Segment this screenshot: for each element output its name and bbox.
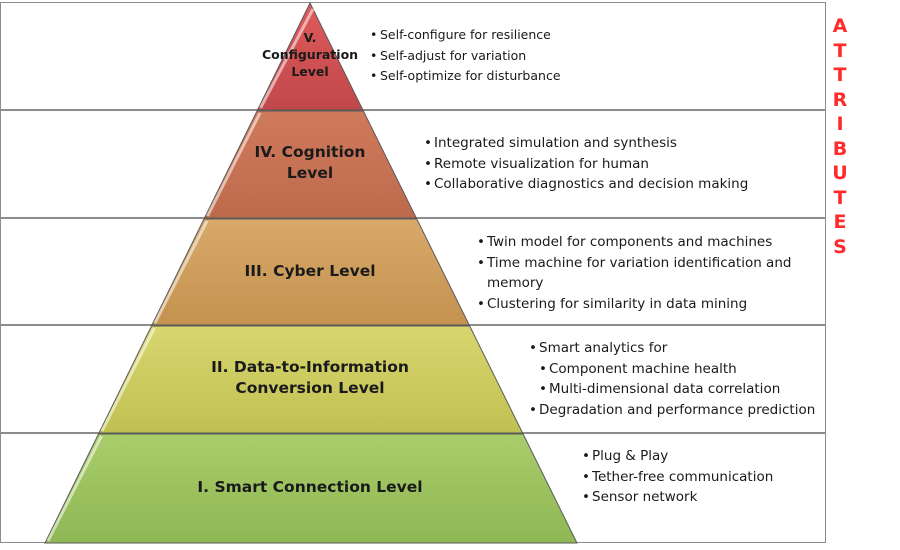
band-highlight <box>206 112 262 217</box>
attribute-item: Twin model for components and machines <box>477 232 797 253</box>
band-highlight <box>153 220 209 324</box>
attribute-item: Self-optimize for disturbance <box>370 66 580 87</box>
level-title-line: Level <box>286 163 334 182</box>
attribute-item: Sensor network <box>582 487 812 508</box>
attribute-item: Plug & Play <box>582 446 812 467</box>
attribute-item: Degradation and performance prediction <box>529 400 819 421</box>
attributes-letter: S <box>833 235 847 258</box>
attribute-list: Self-configure for resilienceSelf-adjust… <box>370 25 580 87</box>
band-highlight <box>259 8 315 109</box>
level-title: I. Smart Connection Level <box>197 477 422 498</box>
level-title-line: Level <box>291 63 329 79</box>
attributes-letter: T <box>833 64 847 86</box>
attributes-letter: T <box>833 39 847 62</box>
attribute-item: Self-configure for resilience <box>370 25 580 46</box>
attribute-list: Integrated simulation and synthesisRemot… <box>424 133 804 195</box>
level-title-line: Configuration <box>261 46 359 62</box>
level-title: III. Cyber Level <box>244 261 375 282</box>
attributes-letter: I <box>836 113 844 135</box>
attributes-letter: E <box>833 211 847 233</box>
level-title-line: Conversion Level <box>235 378 385 397</box>
pyramid-level-band <box>256 1 364 111</box>
attribute-item: Time machine for variation identificatio… <box>477 253 797 294</box>
attribute-item: Tether-free communication <box>582 467 812 488</box>
attribute-item: Self-adjust for variation <box>370 46 580 67</box>
attributes-letter: U <box>832 162 848 184</box>
band-highlight <box>100 327 156 432</box>
level-title-line: IV. Cognition <box>254 143 366 161</box>
attributes-letter: R <box>832 88 848 111</box>
attribute-item: Clustering for similarity in data mining <box>477 294 797 315</box>
attribute-item: Component machine health <box>539 359 819 380</box>
attribute-item: Collaborative diagnostics and decision m… <box>424 174 804 195</box>
level-title-line: III. Cyber Level <box>244 262 376 280</box>
attribute-list: Twin model for components and machinesTi… <box>477 232 797 314</box>
pyramid-level-band <box>203 110 418 219</box>
pyramid-level-band <box>44 433 578 544</box>
level-title-line: I. Smart Connection Level <box>197 478 423 496</box>
attribute-list: Plug & PlayTether-free communicationSens… <box>582 446 812 508</box>
pyramid-level-band <box>98 325 524 434</box>
attribute-item: Multi-dimensional data correlation <box>539 379 819 400</box>
attributes-letter: B <box>832 137 848 160</box>
level-title-line: II. Data-to-Information <box>211 358 409 376</box>
attributes-letter: A <box>832 15 848 37</box>
attribute-item: Integrated simulation and synthesis <box>424 133 804 154</box>
attributes-letter: T <box>833 186 847 209</box>
band-highlight <box>46 435 103 542</box>
attribute-item: Smart analytics for <box>529 338 819 359</box>
attribute-list: Smart analytics forComponent machine hea… <box>529 338 819 420</box>
level-title-line: V. <box>303 30 317 45</box>
pyramid-level-band <box>151 218 471 326</box>
attribute-item: Remote visualization for human <box>424 154 804 175</box>
